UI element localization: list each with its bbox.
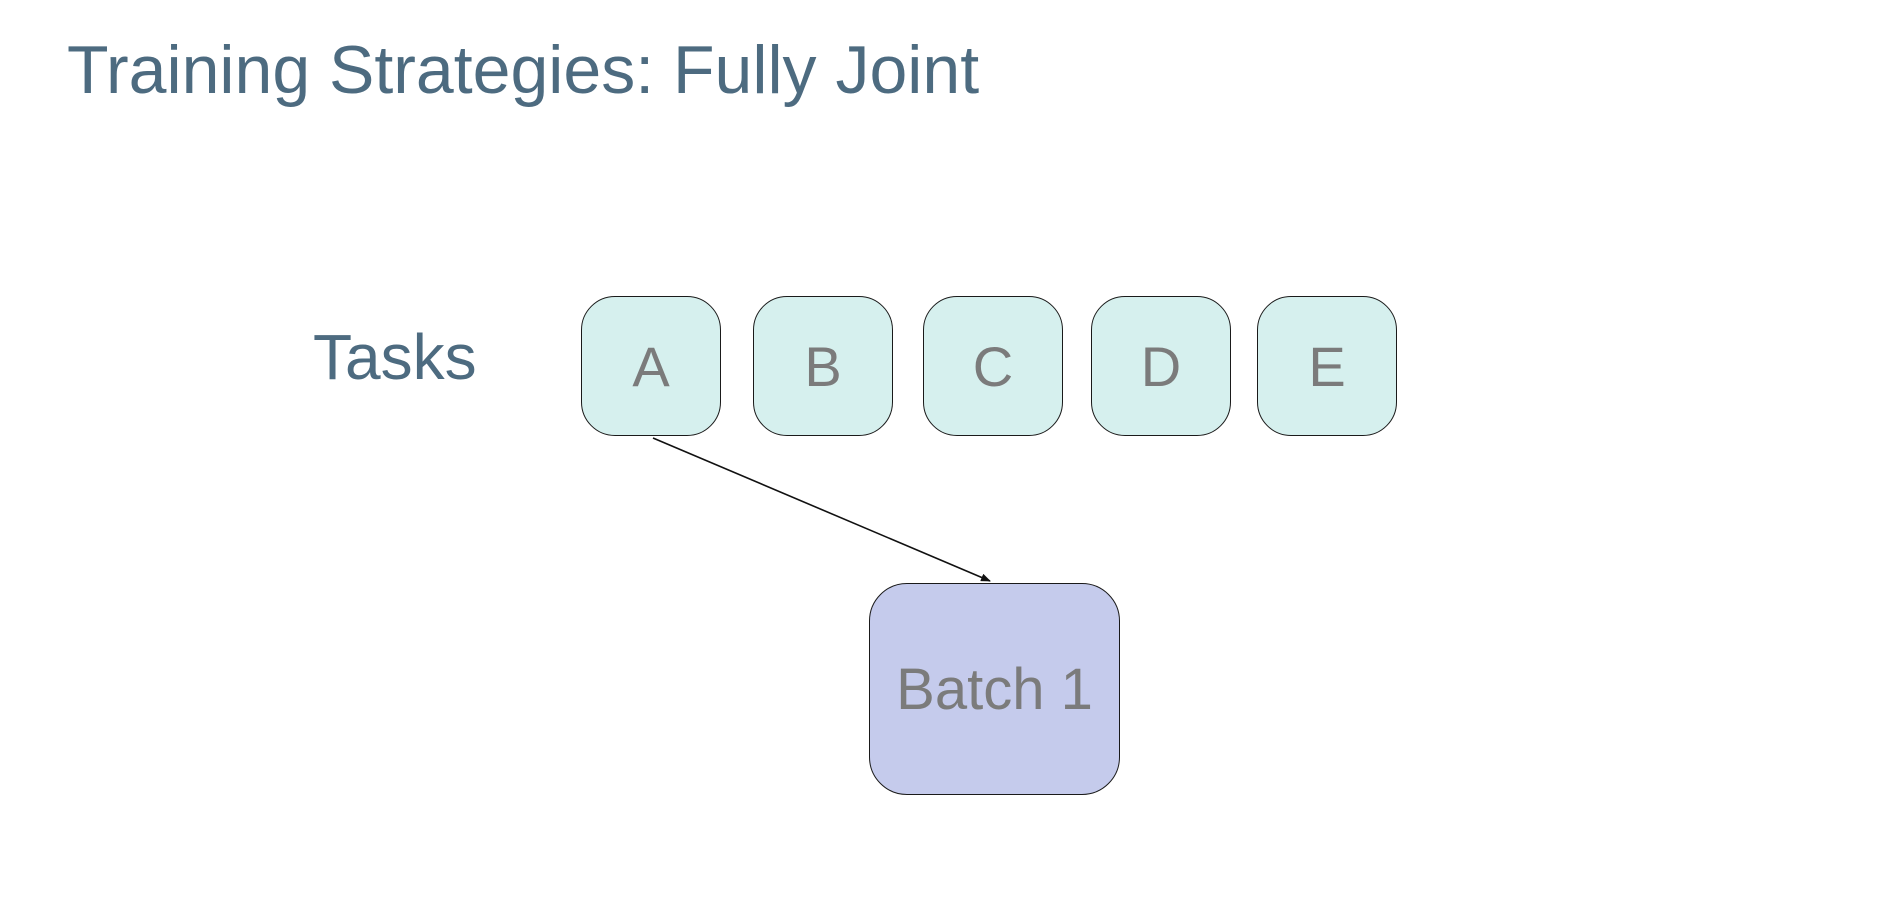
task-box-c: C xyxy=(923,296,1063,436)
arrow-task-a-to-batch-1 xyxy=(652,437,991,582)
batch-box: Batch 1 xyxy=(869,583,1120,795)
task-box-e: E xyxy=(1257,296,1397,436)
slide-title: Training Strategies: Fully Joint xyxy=(67,32,980,108)
task-box-b: B xyxy=(753,296,893,436)
task-box-a: A xyxy=(581,296,721,436)
task-box-d: D xyxy=(1091,296,1231,436)
tasks-label: Tasks xyxy=(313,321,477,393)
